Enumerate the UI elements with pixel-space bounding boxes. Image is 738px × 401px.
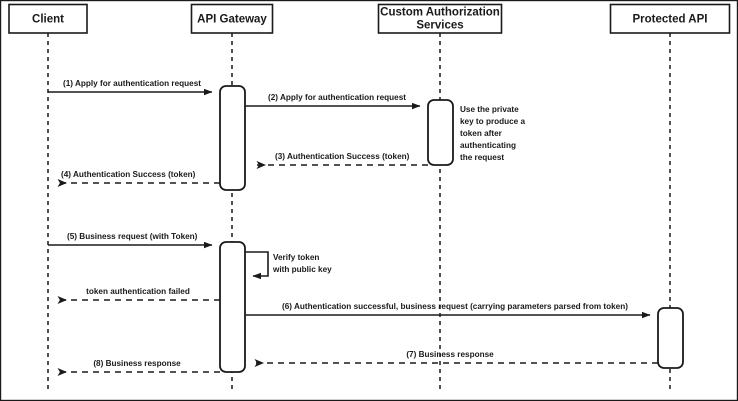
participant-box-protected-api[interactable]: Protected API: [609, 3, 731, 34]
activation-bar-protected-api: [657, 307, 684, 369]
note-private-key-line-2: key to produce a: [460, 117, 526, 126]
note-private-key-line-5: the request: [460, 153, 504, 162]
message-3-label: (3) Authentication Success (token): [275, 152, 410, 161]
note-private-key-line-3: token after: [460, 129, 503, 138]
message-4-label: (4) Authentication Success (token): [61, 170, 196, 179]
message-5-label: (5) Business request (with Token): [67, 232, 198, 241]
message-4[interactable]: (4) Authentication Success (token): [57, 170, 220, 187]
activation-bar-api-gateway-auth: [219, 85, 246, 191]
message-self-verify-token-arrow: [245, 251, 269, 280]
message-7[interactable]: (7) Business response: [254, 350, 658, 367]
message-2-label: (2) Apply for authentication request: [268, 93, 406, 102]
message-6-label: (6) Authentication successful, business …: [282, 302, 628, 311]
message-7-label: (7) Business response: [406, 350, 494, 359]
message-self-verify-token-line-2: with public key: [272, 265, 332, 274]
participant-label-client: Client: [32, 14, 64, 26]
message-token-auth-failed[interactable]: token authentication failed: [57, 287, 220, 304]
message-2[interactable]: (2) Apply for authentication request: [245, 93, 421, 110]
participant-box-client[interactable]: Client: [8, 3, 88, 34]
participant-label-api-gateway: API Gateway: [197, 14, 267, 26]
message-1[interactable]: (1) Apply for authentication request: [48, 79, 213, 96]
participant-box-api-gateway[interactable]: API Gateway: [190, 3, 274, 34]
participant-label-custom-auth-line2: Services: [416, 20, 463, 32]
participant-label-protected-api: Protected API: [633, 14, 708, 26]
participant-label-custom-auth-line1: Custom Authorization: [380, 7, 500, 19]
message-5[interactable]: (5) Business request (with Token): [48, 232, 213, 249]
activation-bar-custom-auth: [427, 99, 454, 166]
note-private-key-line-4: authenticating: [460, 141, 516, 150]
note-private-key: Use the private key to produce a token a…: [460, 105, 526, 162]
message-8[interactable]: (8) Business response: [57, 359, 220, 376]
activation-bar-api-gateway-business: [219, 241, 246, 373]
message-1-label: (1) Apply for authentication request: [63, 79, 201, 88]
participant-box-custom-auth[interactable]: Custom Authorization Services: [377, 3, 503, 34]
message-self-verify-token-line-1: Verify token: [273, 253, 319, 262]
message-3[interactable]: (3) Authentication Success (token): [256, 152, 428, 169]
message-8-label: (8) Business response: [93, 359, 181, 368]
note-private-key-line-1: Use the private: [460, 105, 519, 114]
message-token-auth-failed-label: token authentication failed: [86, 287, 190, 296]
message-6[interactable]: (6) Authentication successful, business …: [245, 302, 651, 319]
message-self-verify-token[interactable]: Verify token with public key: [245, 251, 332, 280]
